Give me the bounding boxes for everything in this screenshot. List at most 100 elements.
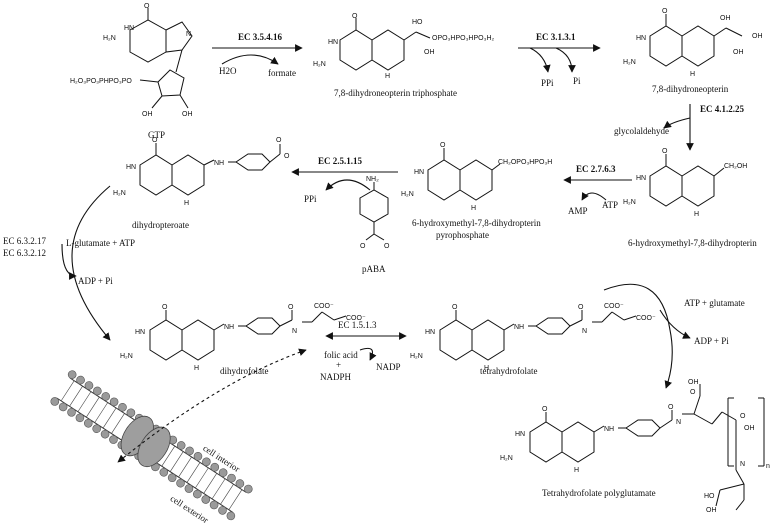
paba-o1: O (360, 243, 366, 250)
dhf-amide-n: N (292, 328, 297, 335)
adp-pi-label-2: ADP + Pi (694, 336, 729, 346)
thfpg-n-sub: n (766, 463, 770, 470)
thfpg-o: O (542, 406, 548, 413)
plus-label: + (336, 360, 341, 370)
gtp-o: O (144, 3, 150, 10)
paba-o2: O (384, 243, 390, 250)
paba-structure: NH₂ O O pABA (359, 176, 390, 274)
hmdp-structure: O HN H₂N H CH₂OH 6-hydroxymethyl-7,8-dih… (623, 148, 757, 248)
cell-membrane: cell interior cell exterior (50, 370, 253, 525)
thf-o: O (452, 304, 458, 311)
ec-label-2: EC 3.1.3.1 (536, 32, 576, 42)
glutamate-atp-label: L-glutamate + ATP (66, 238, 135, 248)
amp-label: AMP (568, 206, 588, 216)
folic-acid-label: folic acid (324, 350, 358, 360)
transport-dashed-arrow (117, 348, 307, 463)
gtp-label: GTP (148, 130, 165, 140)
hmdppp-hn: HN (414, 169, 424, 176)
dhnptp-ho: HO (412, 19, 423, 26)
dhnp-oh1: OH (720, 15, 731, 22)
thf-coo1: COO⁻ (604, 303, 624, 310)
dhnp-oh2: OH (733, 49, 744, 56)
hmdppp-h2n: H₂N (401, 191, 414, 198)
ppi-label-2: PPi (304, 194, 317, 204)
dhf-nh: NH (224, 324, 234, 331)
dhp-o-side: O (284, 153, 290, 160)
thfpg-o-top: O (690, 389, 696, 396)
dhnptp-h: H (385, 73, 390, 80)
thfpg-oh-low: OH (706, 507, 717, 514)
thf-h2n: H₂N (410, 353, 423, 360)
dhf-o: O (162, 304, 168, 311)
step-ec-2-5-1-15: EC 2.5.1.15 PPi (291, 156, 398, 204)
thf-nh: NH (514, 324, 524, 331)
ec-label-6a: EC 6.3.2.17 (3, 236, 47, 246)
hmdp-hn: HN (636, 175, 646, 182)
thfpg-oh-top: OH (688, 379, 699, 386)
dhnptp-hn: HN (328, 39, 338, 46)
dhf-hn: HN (135, 329, 145, 336)
hmdp-pp-label-1: 6-hydroxymethyl-7,8-dihydropterin (412, 218, 541, 228)
paba-label: pABA (362, 264, 386, 274)
dhnp-tp-structure: O HN H₂N H HO OH OPO₃HPO₃HPO₃H₂ 7,8-dihy… (313, 13, 495, 98)
hmdp-label: 6-hydroxymethyl-7,8-dihydropterin (628, 238, 757, 248)
dhnp-o: O (662, 8, 668, 15)
dhnptp-tp: OPO₃HPO₃HPO₃H₂ (432, 35, 495, 42)
h2o-label: H2O (219, 66, 237, 76)
step-polyglutamation: ATP + glutamate ADP + Pi (603, 283, 745, 389)
thfpg-o-mid: O (740, 413, 746, 420)
dhnp-h: H (690, 71, 695, 78)
thfpg-h: H (574, 467, 579, 474)
thfpg-n-mid: N (740, 461, 745, 468)
dhp-o-top: O (276, 137, 282, 144)
thfpg-nh: NH (604, 426, 614, 433)
step-ec-3-1-3-1: EC 3.1.3.1 PPi Pi (518, 32, 601, 88)
nadp-label: NADP (376, 362, 401, 372)
ec-label-4: EC 2.7.6.3 (576, 164, 616, 174)
formate-label: formate (268, 68, 296, 78)
thf-amide-o: O (578, 304, 584, 311)
thfpg-ho-low: HO (704, 493, 715, 500)
dhf-coo2: COO⁻ (346, 315, 366, 322)
step-ec-4-1-2-25: EC 4.1.2.25 glycolaldehyde (614, 104, 745, 151)
adp-pi-label-1: ADP + Pi (78, 276, 113, 286)
dhnp-hn: HN (636, 35, 646, 42)
hmdppp-o: O (440, 142, 446, 149)
thfpg-h2n: H₂N (500, 455, 513, 462)
gtp-structure: O H₂N HN N H₂O₃PO₃PHPO₃PO OH OH GTP (70, 3, 193, 140)
thf-polyglutamate-structure: O HN H₂N H NH O N OH O O N OH HO OH n Te… (500, 379, 770, 514)
hmdp-h2n: H₂N (623, 199, 636, 206)
thf-polyglutamate-label: Tetrahydrofolate polyglutamate (542, 488, 656, 498)
dhnp-oh3: OH (752, 33, 763, 40)
step-ec-2-7-6-3: EC 2.7.6.3 ATP AMP (563, 164, 632, 216)
dhf-h2n: H₂N (120, 353, 133, 360)
dhp-h: H (184, 200, 189, 207)
ec-label-1: EC 3.5.4.16 (238, 32, 283, 42)
hmdp-h: H (694, 211, 699, 218)
hmdp-pp-structure: O HN H₂N H CH₂OPO₃HPO₃H 6-hydroxymethyl-… (401, 142, 552, 240)
ppi-label-1: PPi (541, 78, 554, 88)
transporter-protein (120, 415, 171, 468)
dhp-h2n: H₂N (113, 190, 126, 197)
dhf-coo1: COO⁻ (314, 303, 334, 310)
thfpg-oh-mid: OH (744, 425, 755, 432)
atp-glutamate-label: ATP + glutamate (684, 298, 745, 308)
ec-label-3: EC 4.1.2.25 (700, 104, 745, 114)
hmdppp-ch2opp: CH₂OPO₃HPO₃H (498, 159, 552, 166)
step-ec-6-3-2-17: EC 6.3.2.17 EC 6.3.2.12 L-glutamate + AT… (3, 185, 135, 341)
pi-label-1: Pi (573, 76, 581, 86)
dhnptp-h2n: H₂N (313, 61, 326, 68)
dhp-nh: NH (214, 160, 224, 167)
dhp-label: dihydropteroate (132, 220, 189, 230)
dhp-hn: HN (126, 164, 136, 171)
ec-label-5: EC 2.5.1.15 (318, 156, 363, 166)
dhf-label: dihydrofolate (220, 366, 269, 376)
gtp-oh2: OH (182, 111, 193, 118)
dhnp-tp-label: 7,8-dihydroneopterin triphosphate (334, 88, 457, 98)
thf-structure: O HN H₂N H NH O N COO⁻ COO⁻ tetrahydrofo… (410, 303, 656, 376)
dhf-structure: O HN H₂N H NH O N COO⁻ COO⁻ dihydrofolat… (120, 303, 366, 376)
thf-amide-n: N (582, 328, 587, 335)
gtp-hn: HN (124, 25, 134, 32)
dhf-h: H (194, 365, 199, 372)
